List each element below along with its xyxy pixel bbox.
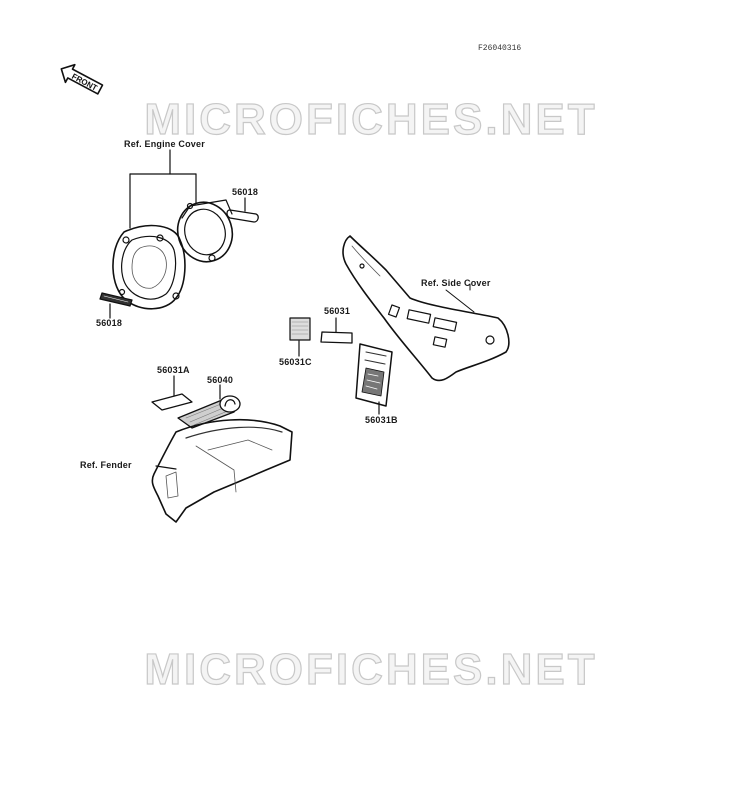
label-56040: 56040	[207, 375, 234, 385]
label-ref-side-cover: Ref. Side Cover	[421, 278, 491, 288]
watermark-top: MICROFICHES.NET	[0, 94, 742, 145]
label-ref-engine-cover: Ref. Engine Cover	[124, 139, 205, 149]
label-56031: 56031	[324, 306, 351, 316]
decal-56031	[320, 317, 353, 344]
figure-code: F26040316	[478, 44, 522, 53]
front-arrow-icon: FRONT	[60, 63, 104, 95]
side-cover	[342, 235, 510, 382]
label-56018-bottom: 56018	[96, 318, 123, 328]
engine-cover-outer	[112, 224, 186, 310]
decal-56040	[177, 384, 241, 429]
decal-56031a	[151, 375, 193, 411]
watermark-bottom: MICROFICHES.NET	[0, 644, 742, 695]
decal-56031c	[289, 317, 311, 357]
decal-56018-top	[226, 197, 259, 223]
label-56031b: 56031B	[365, 415, 398, 425]
decal-56018-bottom	[99, 292, 133, 319]
decal-56031b	[355, 343, 393, 415]
engine-cover-ring	[176, 199, 234, 263]
label-56018-top: 56018	[232, 187, 259, 197]
label-ref-fender: Ref. Fender	[80, 460, 132, 470]
fender	[151, 419, 293, 523]
label-56031a: 56031A	[157, 365, 190, 375]
engine-cover-leader	[129, 149, 197, 229]
label-56031c: 56031C	[279, 357, 312, 367]
